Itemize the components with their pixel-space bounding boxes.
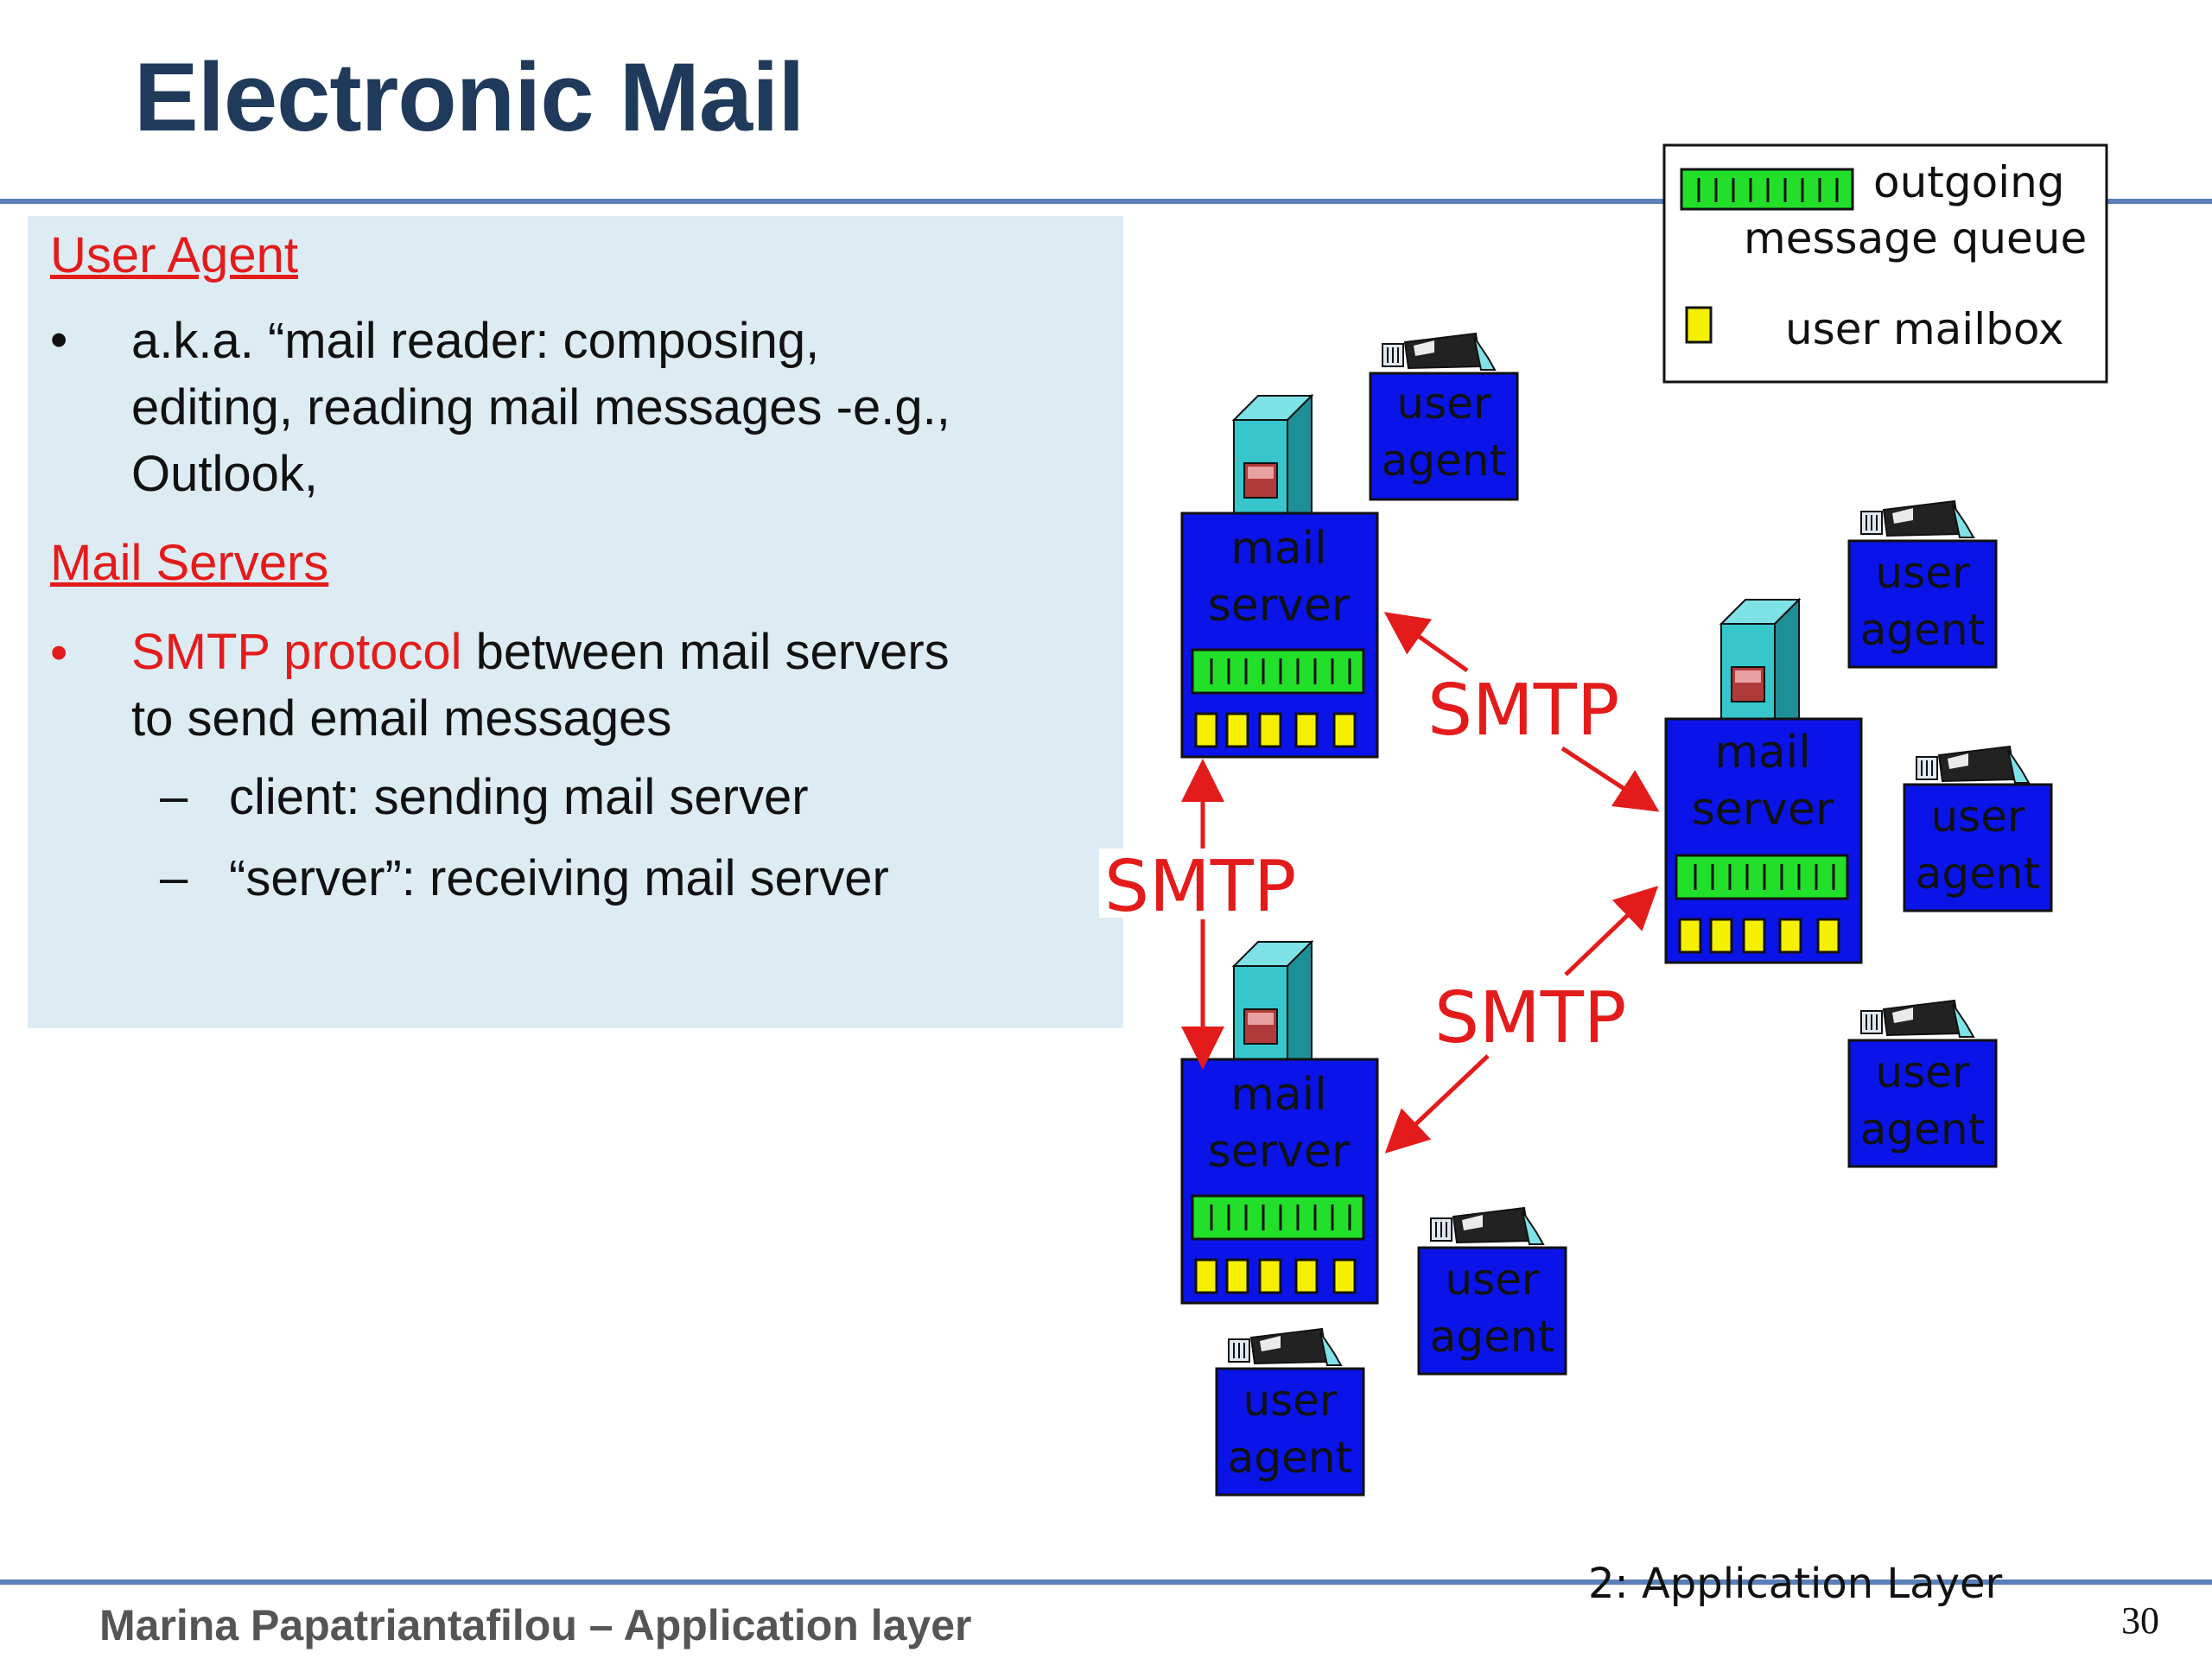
user-agent-top: user agent [1369,333,1519,501]
smtp-bullet: SMTP protocol between mail servers to se… [131,619,1116,752]
mail-server-top: mail server [1180,395,1379,759]
dash-icon: – [160,768,188,824]
mailbox-row-icon [1194,712,1357,748]
server-label: mail [1230,1069,1326,1121]
outgoing-queue-icon [1675,854,1849,900]
computer-icon [1860,1000,1974,1038]
legend-queue-label: message queue [1744,213,2087,264]
smtp-arrow [1564,886,1659,976]
computer-icon [1916,746,2030,784]
smtp-bullet-rest: between mail servers [461,624,950,680]
computer-icon [1228,1328,1342,1366]
server-label: server [1208,580,1351,632]
server-label: mail [1714,727,1810,779]
agent-label: agent [1860,605,1985,655]
user-agent-bullet-line: Outlook, [131,446,318,502]
user-agent-right-2: user agent [1903,746,2053,912]
server-label: server [1692,784,1834,836]
smtp-protocol-text: SMTP protocol [131,624,462,680]
server-tower-icon [1720,599,1800,730]
mail-servers-heading: Mail Servers [50,535,329,591]
agent-label: user [1396,378,1491,429]
user-agent-bottom-2: user agent [1215,1328,1365,1497]
agent-label: user [1875,548,1970,598]
smtp-arrow [1560,746,1660,812]
agent-label: agent [1382,435,1506,486]
agent-label: agent [1860,1104,1985,1154]
smtp-label: SMTP [1104,846,1296,928]
footer-divider [0,1580,2212,1585]
legend-mailbox-label: user mailbox [1785,304,2063,354]
smtp-arrow [1384,1054,1490,1154]
mail-server-bottom: mail server [1180,941,1379,1305]
server-label: server [1208,1126,1351,1178]
smtp-arrow [1383,612,1469,673]
mailbox-row-icon [1678,918,1840,954]
smtp-bullet-line: to send email messages [131,690,672,747]
outgoing-queue-icon [1191,1194,1365,1241]
sub-bullet-client: client: sending mail server [229,769,809,825]
agent-label: user [1930,791,2025,842]
user-agent-right-3: user agent [1847,1000,1998,1168]
user-agent-bullet-line: editing, reading mail messages -e.g., [131,379,950,435]
computer-icon [1382,333,1496,371]
agent-label: user [1243,1376,1338,1426]
agent-label: agent [1430,1312,1554,1362]
agent-label: agent [1916,849,2040,899]
agent-label: user [1445,1255,1540,1305]
user-agent-bottom-1: user agent [1417,1207,1567,1376]
legend: outgoing message queue user mailbox [1662,143,2108,384]
mailbox-row-icon [1194,1258,1357,1294]
computer-icon [1430,1207,1544,1245]
mailbox-legend-icon [1685,306,1713,344]
server-tower-icon [1233,941,1313,1072]
user-agent-bullet-line: a.k.a. “mail reader: composing, [131,313,820,369]
user-agent-heading: User Agent [50,227,298,283]
user-agent-right-1: user agent [1847,500,1998,669]
footer-chapter: 2: Application Layer [1588,1560,2003,1608]
text-panel [28,216,1123,1028]
server-tower-icon [1233,395,1313,526]
bullet-icon: • [50,312,68,368]
server-label: mail [1230,523,1326,575]
sub-bullet-server: “server”: receiving mail server [229,850,889,906]
page-number: 30 [2121,1599,2159,1642]
outgoing-queue-icon [1191,648,1365,695]
mail-server-right: mail server [1664,599,1863,964]
bullet-icon: • [50,625,68,681]
smtp-label-bg [1099,849,1306,918]
footer-author: Marina Papatriantafilou – Application la… [99,1601,972,1649]
dash-icon: – [160,849,188,906]
title-divider [0,199,2212,204]
smtp-arrows [1181,612,1660,1154]
user-agent-bullet: a.k.a. “mail reader: composing, editing,… [131,308,1099,507]
computer-icon [1860,500,1974,538]
agent-label: user [1875,1047,1970,1097]
legend-queue-label: outgoing [1873,157,2065,207]
smtp-label: SMTP [1427,670,1619,752]
smtp-label: SMTP [1434,977,1626,1059]
slide-title: Electronic Mail [134,43,804,151]
agent-label: agent [1228,1433,1352,1483]
